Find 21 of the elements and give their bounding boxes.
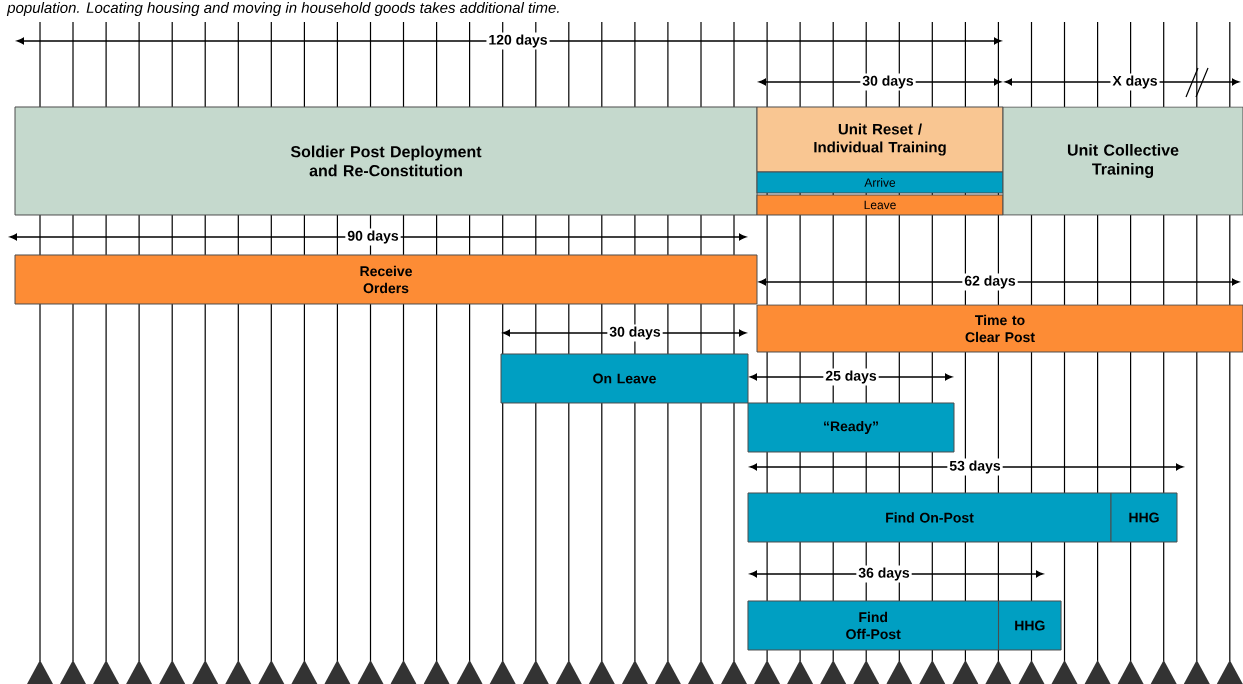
timeline-bar: HHG	[998, 600, 1062, 651]
dimension-label: 62 days	[962, 273, 1018, 291]
timeline-bar: Time to Clear Post	[756, 304, 1243, 353]
dimension-label: 30 days	[607, 324, 663, 342]
note-text: population. Locating housing and moving in household goods takes additional time.	[6, 1, 562, 17]
timeline-bar: Leave	[756, 194, 1004, 216]
timeline-bar: HHG	[1110, 492, 1178, 543]
dimension-label: 120 days	[486, 32, 550, 50]
timeline-bar: Unit Collective Training	[1002, 106, 1243, 216]
dimension-label: 90 days	[345, 228, 401, 246]
timeline-bar: Arrive	[756, 171, 1004, 194]
dimension-label: 30 days	[860, 73, 916, 91]
timeline-bar: On Leave	[500, 353, 749, 404]
dimension-label: 36 days	[856, 565, 912, 583]
timeline-bar: Unit Reset / Individual Training	[756, 106, 1004, 173]
dimension-label: X days	[1110, 73, 1160, 91]
dimension-label: 25 days	[823, 368, 879, 386]
dimension-label: 53 days	[947, 458, 1003, 476]
timeline-bar: Receive Orders	[14, 254, 758, 305]
timeline-bar: “Ready”	[747, 402, 955, 453]
timeline-bar: Soldier Post Deployment and Re-Constitution	[14, 106, 758, 216]
